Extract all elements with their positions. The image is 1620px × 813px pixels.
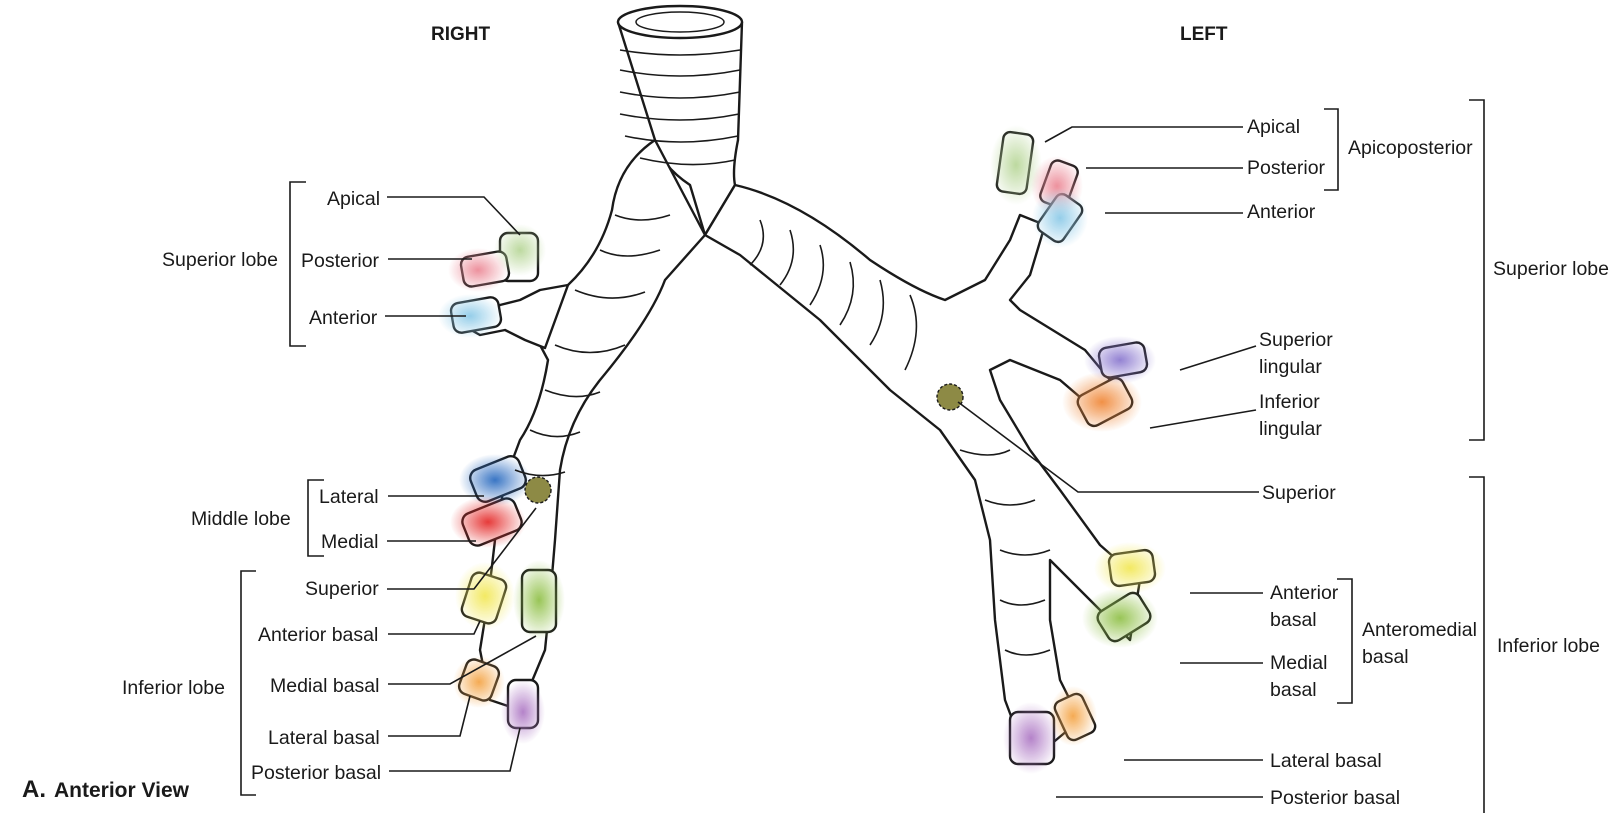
right-middle-lobe-bracket <box>307 479 324 557</box>
right-posterior-basal-label: Posterior basal <box>251 762 381 784</box>
left-anterior-basal-line2: basal <box>1270 609 1317 631</box>
figure-caption: A. Anterior View <box>22 776 190 803</box>
bronchial-tree <box>438 4 1166 774</box>
cartilage-rings <box>514 49 1051 656</box>
left-posterior-label: Posterior <box>1247 157 1326 179</box>
left-apical-label: Apical <box>1247 116 1300 138</box>
right-medial-basal-label: Medial basal <box>270 675 379 697</box>
header-left: LEFT <box>1180 24 1228 45</box>
left-superior-lobe-label: Superior lobe <box>1493 258 1609 280</box>
left-anteromedial-bracket <box>1337 578 1353 704</box>
left-anteromedial-line1: Anteromedial <box>1362 619 1477 641</box>
right-superior-label: Superior <box>305 578 379 600</box>
right-superior-lobe-bracket <box>289 181 306 347</box>
left-lateral-basal-label: Lateral basal <box>1270 750 1382 772</box>
right-lateral-basal-label: Lateral basal <box>268 727 380 749</box>
right-superior-lobe-label: Superior lobe <box>162 249 278 271</box>
left-apicoposterior-label: Apicoposterior <box>1348 137 1473 159</box>
left-inferior-lingular-line2: lingular <box>1259 418 1322 440</box>
left-medial-basal-line1: Medial <box>1270 652 1327 674</box>
right-superior-segment-spot <box>524 476 552 504</box>
left-main-bronchus <box>703 183 1142 747</box>
right-middle-lobe-label: Middle lobe <box>191 508 291 530</box>
left-medial-basal-line2: basal <box>1270 679 1317 701</box>
right-anterior-basal-label: Anterior basal <box>258 624 378 646</box>
right-apical-label: Apical <box>327 188 380 210</box>
left-inferior-lingular-line1: Inferior <box>1259 391 1320 413</box>
trachea-opening <box>616 4 744 40</box>
header-right: RIGHT <box>431 24 491 45</box>
left-anterior-basal-line1: Anterior <box>1270 582 1339 604</box>
left-apicoposterior-bracket <box>1324 108 1339 191</box>
left-inferior-lobe-label: Inferior lobe <box>1497 635 1600 657</box>
left-inferior-lobe-bracket <box>1469 476 1485 813</box>
right-labels: Superior lobe Apical Posterior Anterior … <box>122 181 537 796</box>
left-anterior-label: Anterior <box>1247 201 1316 223</box>
caption-text: Anterior View <box>54 779 190 802</box>
left-superior-segment-spot <box>936 383 964 411</box>
caption-letter: A. <box>22 776 46 803</box>
right-medial-label: Medial <box>321 531 378 553</box>
right-inferior-lobe-label: Inferior lobe <box>122 677 225 699</box>
right-inferior-lobe-bracket <box>240 570 256 796</box>
right-posterior-label: Posterior <box>301 250 380 272</box>
left-anteromedial-line2: basal <box>1362 646 1409 668</box>
left-posterior-basal-label: Posterior basal <box>1270 787 1400 809</box>
right-anterior-label: Anterior <box>309 307 378 329</box>
segment-colors <box>438 125 1166 774</box>
left-superior-lobe-bracket <box>1469 99 1485 441</box>
left-labels: Superior lobe Apicoposterior Apical Post… <box>957 99 1609 813</box>
right-lateral-label: Lateral <box>319 486 379 508</box>
left-superior-label: Superior <box>1262 482 1336 504</box>
left-superior-lingular-line1: Superior <box>1259 329 1333 351</box>
left-superior-lingular-line2: lingular <box>1259 356 1322 378</box>
